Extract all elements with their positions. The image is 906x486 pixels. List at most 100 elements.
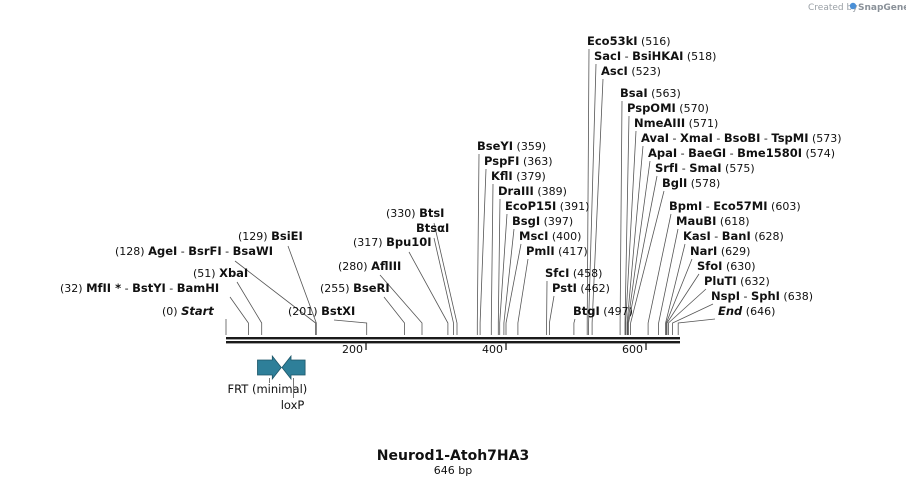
site-position: (630) — [722, 260, 755, 273]
enzyme-row: BtsαI — [416, 221, 449, 235]
enzyme-row: PstI (462) — [552, 281, 610, 295]
enzyme-name-psti: PstI — [552, 281, 577, 295]
enzyme-leader-line — [588, 63, 597, 335]
site-position: (516) — [638, 35, 671, 48]
end-leader-line — [677, 318, 716, 335]
site-position: (32) — [60, 282, 86, 295]
enzyme-leader-line — [433, 237, 454, 335]
site-position: (578) — [687, 177, 720, 190]
enzyme-row: BpmI - Eco57MI (603) — [669, 199, 801, 213]
feature-arrow-loxp-icon — [281, 354, 306, 381]
enzyme-leader-line — [408, 251, 449, 335]
feature-annotations: FRT (minimal)loxP — [228, 354, 308, 412]
enzyme-row-text: (201) BstXI — [288, 304, 355, 318]
enzyme-name-bsihkai: BsiHKAI — [632, 49, 683, 63]
enzyme-name-apai: ApaI — [648, 146, 677, 160]
enzyme-row: BseYI (359) — [477, 139, 546, 153]
enzyme-name-srfi: SrfI — [655, 161, 678, 175]
enzyme-row-text: (280) AflIII — [338, 259, 401, 273]
enzyme-leader-line — [627, 160, 651, 335]
end-label: End (646) — [718, 304, 775, 318]
enzyme-row: NarI (629) — [690, 244, 750, 258]
site-position: (129) — [238, 230, 271, 243]
start-label: (0) Start — [162, 304, 214, 318]
enzyme-name-pluti: PluTI — [704, 274, 737, 288]
enzyme-row: SfoI (630) — [697, 259, 756, 273]
enzyme-name-afliii: AflIII — [371, 259, 401, 273]
enzyme-name-bamhi: BamHI — [177, 281, 219, 295]
enzyme-name-draiii: DraIII — [498, 184, 534, 198]
site-position: (359) — [513, 140, 546, 153]
enzyme-row-text: AvaI - XmaI - BsoBI - TspMI (573) — [641, 131, 842, 145]
enzyme-row: PspOMI (570) — [627, 101, 709, 115]
site-position: (518) — [683, 50, 716, 63]
enzyme-name-nmeaiii: NmeAIII — [634, 116, 685, 130]
enzyme-row-text: (32) MfII * - BstYI - BamHI — [60, 281, 219, 295]
enzyme-name-eco57mi: Eco57MI — [713, 199, 767, 213]
enzyme-row-text: (51) XbaI — [193, 266, 248, 280]
enzyme-leader-line — [499, 213, 508, 335]
enzyme-name-bpu10i: Bpu10I — [386, 235, 431, 249]
site-position: (363) — [519, 155, 552, 168]
enzyme-separator: - — [669, 132, 680, 145]
enzyme-row-text: SacI - BsiHKAI (518) — [594, 49, 716, 63]
enzyme-leader-line — [668, 288, 707, 335]
enzyme-leader-line — [672, 303, 714, 335]
snapgene-watermark: Created by SnapGene — [808, 2, 906, 13]
enzyme-row: (201) BstXI — [288, 304, 355, 318]
map-title: Neurod1-Atoh7HA3 — [377, 448, 529, 464]
enzyme-name-asci: AscI — [601, 64, 628, 78]
enzyme-leader-line — [479, 168, 487, 335]
enzyme-leader-line — [236, 281, 263, 335]
enzyme-row-text: BpmI - Eco57MI (603) — [669, 199, 801, 213]
scale-tick-label: 400 — [482, 343, 503, 356]
enzyme-leader-line — [549, 295, 555, 335]
enzyme-row: MscI (400) — [519, 229, 581, 243]
watermark-logo-text: SnapGene — [858, 3, 906, 13]
enzyme-row-text: SrfI - SmaI (575) — [655, 161, 755, 175]
enzyme-name-ecop15i: EcoP15I — [505, 199, 556, 213]
feature-label: FRT (minimal) — [228, 382, 308, 396]
enzyme-name-kfli: KflI — [491, 169, 513, 183]
site-position: (628) — [751, 230, 784, 243]
enzyme-name-baegi: BaeGI — [688, 146, 726, 160]
enzyme-row-text: PstI (462) — [552, 281, 610, 295]
enzyme-leader-line — [630, 190, 665, 335]
enzyme-name-bsiei: BsiEI — [271, 229, 303, 243]
enzyme-name-sfci: SfcI — [545, 266, 569, 280]
feature-arrow-frt-minimal-icon — [257, 354, 282, 381]
enzyme-labels: (32) MfII * - BstYI - BamHI(51) XbaI(128… — [60, 34, 842, 318]
enzyme-row: (255) BseRI — [320, 281, 390, 295]
enzyme-name-bgli: BglI — [662, 176, 687, 190]
site-position: (0) — [162, 305, 181, 318]
enzyme-row-text: NarI (629) — [690, 244, 750, 258]
enzyme-leader-line — [573, 318, 576, 335]
enzyme-name-btgi: BtgI — [573, 304, 600, 318]
enzyme-row: (32) MfII * - BstYI - BamHI — [60, 281, 219, 295]
backbone-top-strand — [226, 337, 680, 340]
site-position: (575) — [722, 162, 755, 175]
site-position: (618) — [716, 215, 749, 228]
enzyme-row-text: (330) BtsI — [386, 206, 444, 220]
enzyme-row: PspFI (363) — [484, 154, 553, 168]
enzyme-name-bsrfi: BsrFI — [188, 244, 221, 258]
enzyme-row-text: BsgI (397) — [512, 214, 573, 228]
enzyme-row: DraIII (389) — [498, 184, 567, 198]
enzyme-name-nari: NarI — [690, 244, 717, 258]
enzyme-name-bme1580i: Bme1580I — [737, 146, 802, 160]
enzyme-row-text: ApaI - BaeGI - Bme1580I (574) — [648, 146, 835, 160]
enzyme-row-text: PspFI (363) — [484, 154, 553, 168]
enzyme-row: (51) XbaI — [193, 266, 248, 280]
enzyme-leader-line — [379, 274, 423, 335]
enzyme-row: SacI - BsiHKAI (518) — [594, 49, 716, 63]
enzyme-row-text: AscI (523) — [601, 64, 661, 78]
enzyme-row: EcoP15I (391) — [505, 199, 589, 213]
enzyme-name-kasi: KasI — [683, 229, 711, 243]
enzyme-separator: - — [740, 290, 751, 303]
enzyme-row-text: PmlI (417) — [526, 244, 588, 258]
enzyme-row-text: PluTI (632) — [704, 274, 770, 288]
enzyme-row-text: BtgI (497) — [573, 304, 633, 318]
enzyme-leader-line — [517, 258, 529, 335]
enzyme-separator: - — [711, 230, 722, 243]
